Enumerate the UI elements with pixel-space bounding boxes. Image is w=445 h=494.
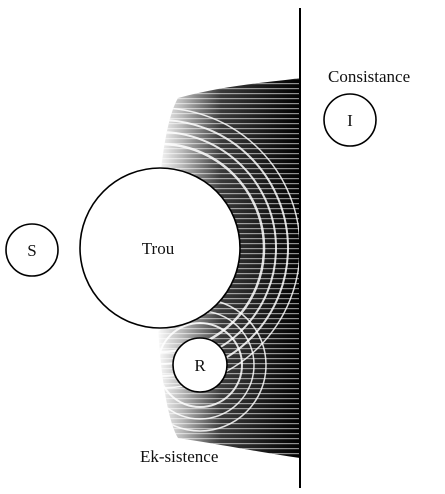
ek-sistence-label: Ek-sistence [140, 447, 218, 466]
imaginary-ring [323, 93, 377, 147]
symbolic-ring-label: S [27, 241, 36, 260]
trou-circle [79, 167, 241, 329]
symbolic-ring [5, 223, 59, 277]
consistance-label: Consistance [328, 67, 410, 86]
real-ring-label: R [194, 356, 206, 375]
real-ring [172, 337, 228, 393]
trou-label: Trou [142, 239, 175, 258]
imaginary-ring-label: I [347, 111, 353, 130]
